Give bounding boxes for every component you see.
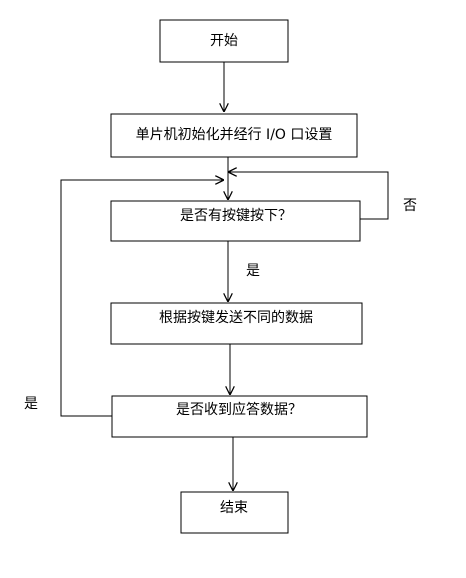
edge-label-yes-down: 是 xyxy=(246,263,260,279)
node-end: 结束 xyxy=(180,491,289,534)
node-init-label: 单片机初始化并经行 I/O 口设置 xyxy=(136,126,333,143)
node-start-label: 开始 xyxy=(210,33,238,49)
node-ack-check: 是否收到应答数据？ xyxy=(111,395,368,438)
node-key-pressed-check: 是否有按键按下？ xyxy=(110,200,361,242)
node-send-data-label: 根据按键发送不同的数据 xyxy=(159,310,313,326)
node-send-data: 根据按键发送不同的数据 xyxy=(110,302,363,345)
edge-label-no: 否 xyxy=(403,198,417,214)
node-end-label: 结束 xyxy=(220,500,248,516)
edge-ack-check-yes-loop xyxy=(60,180,224,417)
node-start: 开始 xyxy=(159,19,289,63)
node-key-pressed-check-label: 是否有按键按下？ xyxy=(180,208,292,224)
edge-key-check-no-loop xyxy=(228,172,389,220)
edge-label-yes-loop: 是 xyxy=(24,396,38,412)
node-ack-check-label: 是否收到应答数据？ xyxy=(176,401,302,418)
node-init: 单片机初始化并经行 I/O 口设置 xyxy=(110,113,358,158)
